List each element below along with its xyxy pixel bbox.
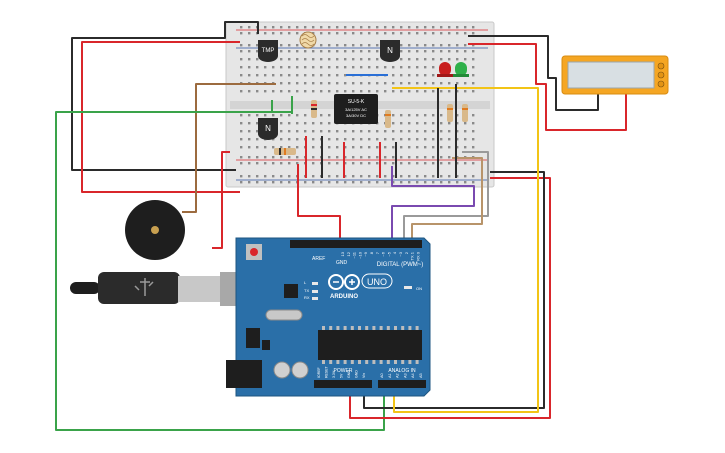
wire-red-top (81, 41, 240, 193)
wire-red-bb-arduino (212, 151, 230, 249)
npn-label-bottom: N (265, 124, 271, 133)
power-pin-label: RESET (325, 365, 329, 378)
wire-black-lcd (468, 35, 599, 111)
power-header-label: POWER (334, 368, 353, 374)
relay[interactable]: SU-5-K 3A/125V AC 3A/30V DC (334, 94, 378, 124)
led-rx-label: RX (304, 295, 310, 300)
wire-red-right (349, 177, 551, 419)
chip-pins (322, 326, 419, 364)
digital-header-label: DIGITAL (PWM~) (377, 262, 424, 268)
digital-pin-label: ~3 (398, 251, 403, 256)
analog-header-label: ANALOG IN (388, 368, 416, 374)
red-led[interactable] (437, 62, 453, 77)
digital-pin-label: 12 (346, 251, 351, 256)
arduino-logo: ARDUINO (328, 274, 360, 300)
wire-red-lcd (468, 43, 627, 131)
relay-model: SU-5-K (348, 99, 365, 105)
power-header[interactable] (314, 380, 372, 388)
usb-cable (70, 272, 236, 306)
analog-header[interactable] (378, 380, 426, 388)
digital-pin-label: 2 (404, 251, 409, 254)
digital-pin-label: ~10 (357, 251, 362, 259)
digital-pin-label: ~9 (363, 251, 368, 256)
gnd-label: GND (336, 260, 348, 266)
power-pin-label: GND (355, 370, 359, 378)
analog-pin-label: A4 (411, 373, 415, 378)
power-pin-label: 5V (340, 373, 344, 378)
relay-spec-1: 3A/125V AC (345, 107, 367, 112)
digital-header[interactable] (290, 240, 422, 248)
power-pin-label: Vin (362, 373, 366, 378)
digital-pin-label: RX 0 (415, 251, 420, 261)
digital-pin-label: 4 (392, 251, 397, 254)
digital-pin-label: ~11 (352, 251, 357, 258)
wire-brown-buzzer (182, 83, 276, 213)
wire-black-top (71, 21, 259, 171)
uno-label: UNO (367, 277, 387, 287)
wire-yellow-a1 (392, 87, 539, 413)
power-pin-label: 3.3V (332, 370, 336, 378)
led-l-label: L (304, 280, 307, 285)
uno-badge: UNO (361, 273, 393, 289)
tmp-label: TMP (262, 48, 275, 54)
npn-label-top: N (387, 46, 393, 55)
power-pin-label: GND (347, 370, 351, 378)
wire-gray (403, 151, 489, 240)
photoresistor[interactable] (299, 31, 317, 49)
digital-pin-label: 7 (375, 251, 380, 254)
digital-pin-label: ~6 (381, 251, 386, 256)
piezo-buzzer[interactable] (125, 200, 185, 260)
digital-pin-label: TX 1 (410, 251, 415, 260)
wire-tan (411, 157, 483, 240)
resistors[interactable] (274, 100, 468, 155)
led-on-label: ON (416, 286, 422, 291)
temperature-sensor[interactable]: TMP (258, 40, 278, 62)
npn-transistor-bottom[interactable]: N (258, 118, 278, 140)
digital-pin-label: 13 (340, 251, 345, 256)
digital-pin-label: ~5 (386, 251, 391, 256)
lcd-display[interactable] (561, 55, 669, 95)
arduino-brand: ARDUINO (330, 294, 358, 300)
analog-pin-label: A5 (419, 373, 423, 378)
analog-pin-label: A0 (380, 373, 384, 378)
atmega-chip (318, 330, 422, 360)
wire-green-a0 (55, 100, 385, 431)
wires (55, 21, 627, 431)
analog-pin-label: A1 (388, 373, 392, 378)
analog-pin-label: A3 (403, 373, 407, 378)
green-led[interactable] (453, 62, 469, 77)
wire-black-right (363, 171, 545, 409)
analog-pin-label: A2 (396, 373, 400, 378)
led-tx-label: TX (304, 288, 309, 293)
wire-red-d10 (297, 164, 341, 240)
digital-pin-label: 8 (369, 251, 374, 254)
power-pin-label: IOREF (317, 367, 321, 378)
wire-purple (391, 166, 475, 240)
aref-label: AREF (312, 256, 325, 262)
npn-transistor-top[interactable]: N (380, 40, 400, 62)
relay-spec-2: 3A/30V DC (346, 113, 366, 118)
